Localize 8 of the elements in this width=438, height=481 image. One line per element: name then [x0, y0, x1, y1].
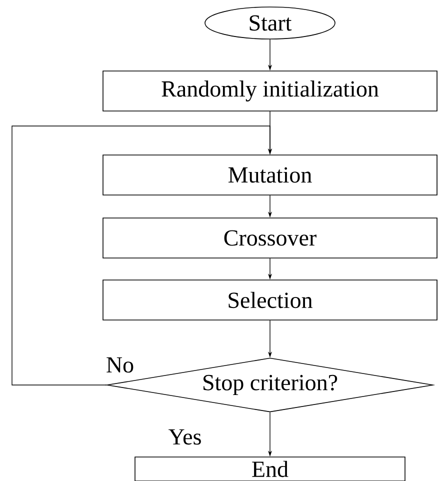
process-box: Crossover [102, 218, 438, 258]
arrow [12, 126, 272, 386]
process-box: Selection [102, 280, 438, 320]
edge-label: No [104, 356, 136, 374]
process-box: End [134, 456, 406, 481]
edge-label: Yes [167, 428, 203, 446]
process-box: Mutation [102, 154, 438, 196]
process-box: Randomly initialization [102, 70, 438, 112]
